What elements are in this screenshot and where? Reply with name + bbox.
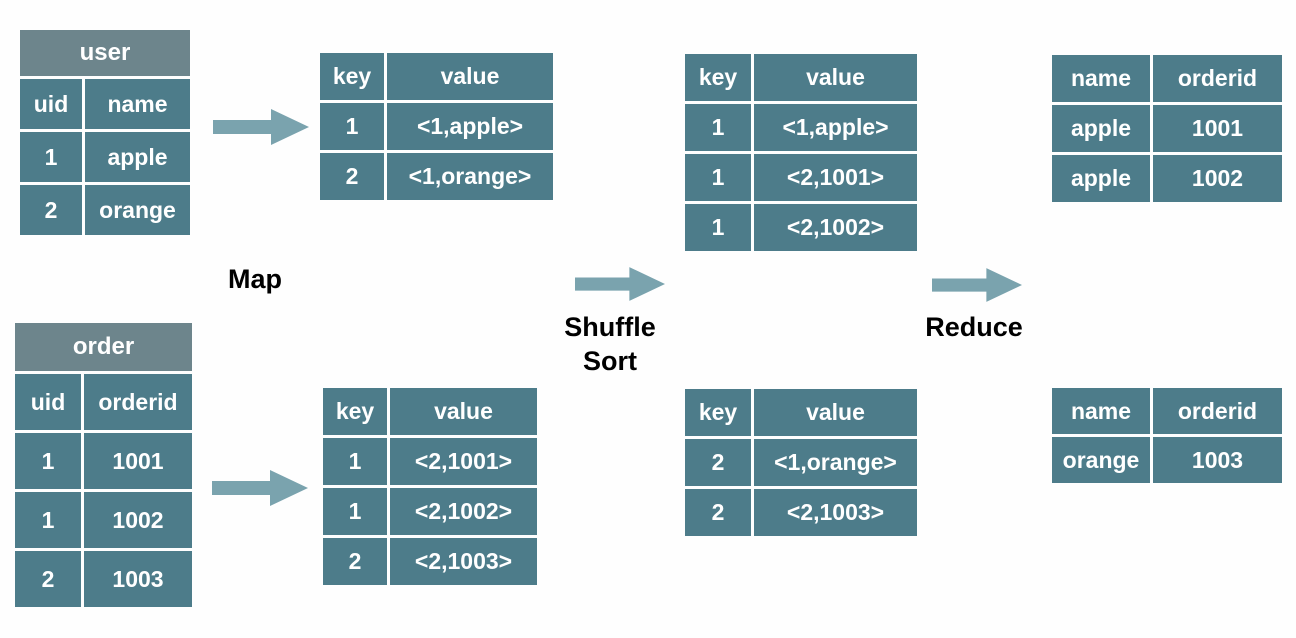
- arrow-order-to-map-icon: [212, 470, 308, 506]
- shuffle_key2-data-cell: 2: [685, 439, 751, 486]
- order-header-cell: orderid: [84, 374, 192, 430]
- map-label: Map: [228, 264, 282, 294]
- reduce_key1-header-cell: name: [1052, 55, 1150, 102]
- shuffle-label: Shuffle: [564, 312, 656, 342]
- user-data-cell: apple: [85, 132, 190, 182]
- map_order-data-cell: <2,1003>: [390, 538, 537, 585]
- arrow-reduce-icon: [932, 268, 1022, 302]
- shuffle_key1-data-cell: 1: [685, 204, 751, 251]
- user-data-cell: 1: [20, 132, 82, 182]
- map_order-header-cell: key: [323, 388, 387, 435]
- map_user-data-cell: <1,apple>: [387, 103, 553, 150]
- order-data-cell: 1003: [84, 551, 192, 607]
- map_order-data-cell: <2,1001>: [390, 438, 537, 485]
- reduce_key2-data-cell: 1003: [1153, 437, 1282, 483]
- reduce_key1-data-cell: apple: [1052, 105, 1150, 152]
- user-data-cell: 2: [20, 185, 82, 235]
- order-data-cell: 1001: [84, 433, 192, 489]
- map_order-data-cell: 1: [323, 438, 387, 485]
- shuffle_key1-header-cell: key: [685, 54, 751, 101]
- shuffle_key2-header-cell: key: [685, 389, 751, 436]
- reduce-label: Reduce: [925, 312, 1023, 342]
- map_user-data-cell: 1: [320, 103, 384, 150]
- map_order-data-cell: 1: [323, 488, 387, 535]
- shuffle_key2-data-cell: <1,orange>: [754, 439, 917, 486]
- shuffle_key2-data-cell: <2,1003>: [754, 489, 917, 536]
- order-data-cell: 2: [15, 551, 81, 607]
- reduce_key2-data-cell: orange: [1052, 437, 1150, 483]
- shuffle_key1-data-cell: 1: [685, 154, 751, 201]
- reduce_key2-header-cell: orderid: [1153, 388, 1282, 434]
- shuffle_key1-header-cell: value: [754, 54, 917, 101]
- map_order-data-cell: <2,1002>: [390, 488, 537, 535]
- map_order-data-cell: 2: [323, 538, 387, 585]
- shuffle_key1-data-cell: 1: [685, 104, 751, 151]
- user-table-title: user: [20, 30, 190, 76]
- map_order-header-cell: value: [390, 388, 537, 435]
- order-data-cell: 1: [15, 433, 81, 489]
- shuffle_key2-header-cell: value: [754, 389, 917, 436]
- user-data-cell: orange: [85, 185, 190, 235]
- reduce_key1-data-cell: 1001: [1153, 105, 1282, 152]
- shuffle_key1-data-cell: <2,1002>: [754, 204, 917, 251]
- reduce_key1-data-cell: 1002: [1153, 155, 1282, 202]
- reduce_key1-data-cell: apple: [1052, 155, 1150, 202]
- sort-label: Sort: [583, 345, 637, 376]
- arrow-shuffle-sort-icon: [575, 267, 665, 301]
- order-header-cell: uid: [15, 374, 81, 430]
- order-data-cell: 1: [15, 492, 81, 548]
- user-header-cell: uid: [20, 79, 82, 129]
- reduce_key1-header-cell: orderid: [1153, 55, 1282, 102]
- map_user-header-cell: value: [387, 53, 553, 100]
- order-data-cell: 1002: [84, 492, 192, 548]
- shuffle-sort-label: Shuffle Sort: [550, 311, 670, 379]
- arrow-user-to-map-icon: [213, 109, 309, 145]
- order-table-title: order: [15, 323, 192, 371]
- shuffle_key1-data-cell: <2,1001>: [754, 154, 917, 201]
- map_user-header-cell: key: [320, 53, 384, 100]
- map_user-data-cell: 2: [320, 153, 384, 200]
- shuffle_key2-data-cell: 2: [685, 489, 751, 536]
- reduce_key2-header-cell: name: [1052, 388, 1150, 434]
- map_user-data-cell: <1,orange>: [387, 153, 553, 200]
- user-header-cell: name: [85, 79, 190, 129]
- shuffle_key1-data-cell: <1,apple>: [754, 104, 917, 151]
